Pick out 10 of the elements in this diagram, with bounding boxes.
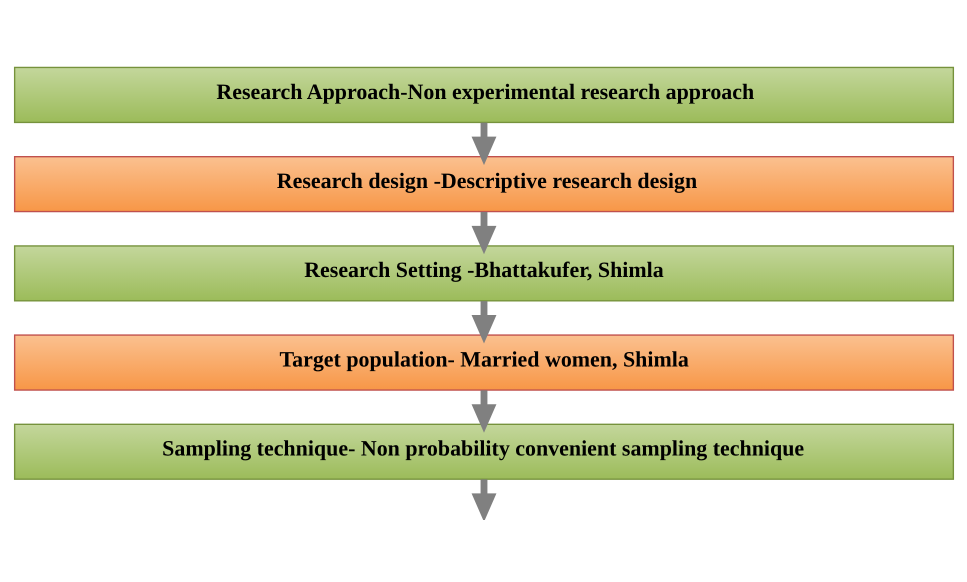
arrow — [471, 390, 496, 433]
node-box: Target population- Married women, Shimla — [13, 334, 954, 391]
node-box: Research design -Descriptive research design — [13, 156, 954, 212]
arrow — [471, 479, 496, 520]
arrow — [471, 301, 496, 344]
arrow — [471, 212, 496, 254]
node-box: Research Setting -Bhattakufer, Shimla — [13, 245, 954, 302]
node-box: Sampling technique- Non probability convenient sampling technique — [13, 424, 954, 480]
arrow — [471, 122, 496, 166]
node-box: Research Approach-Non experimental research approach — [13, 66, 954, 124]
